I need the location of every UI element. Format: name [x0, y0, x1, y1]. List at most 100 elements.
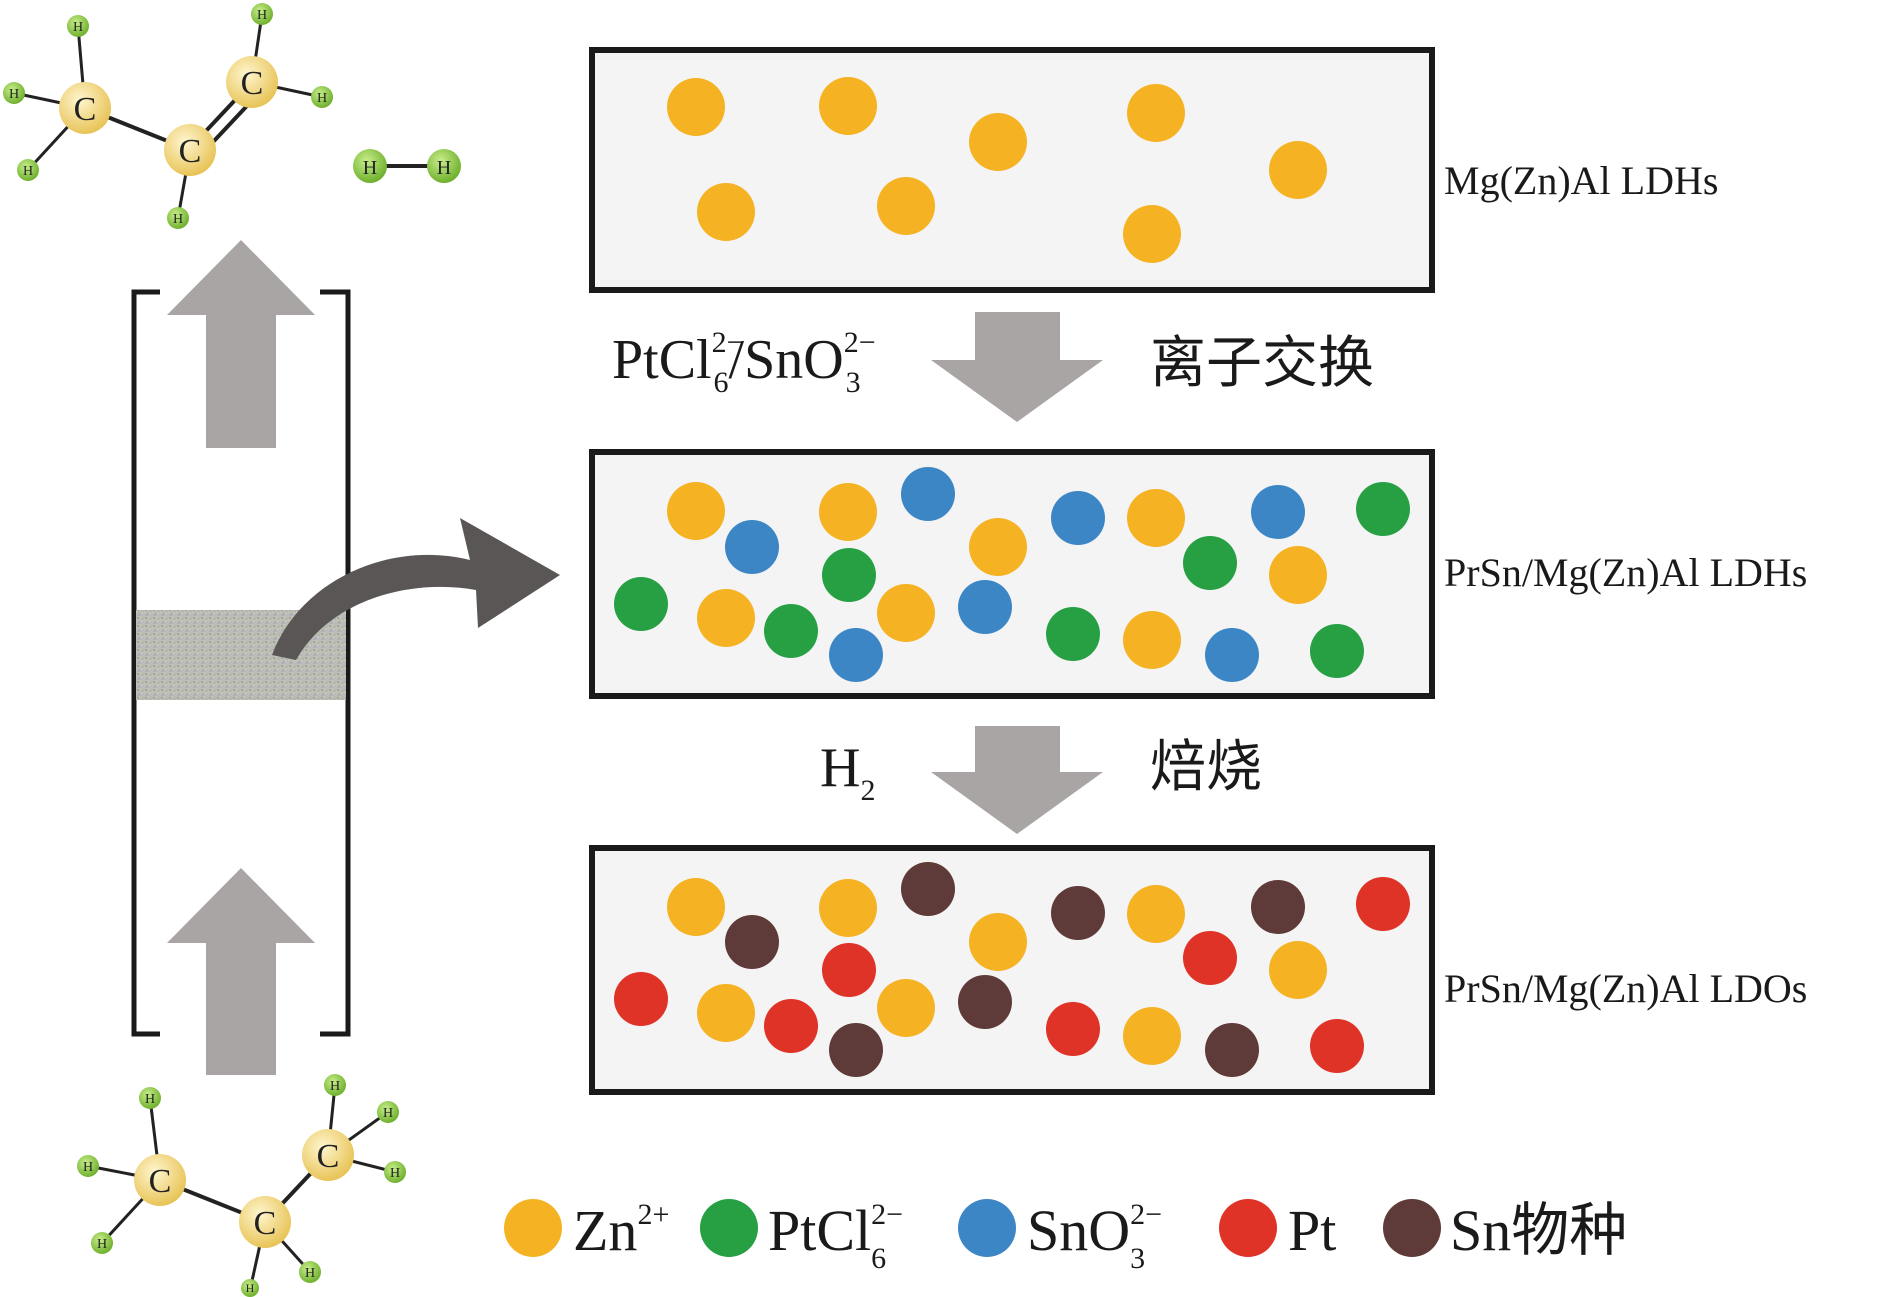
legend-label: PtCl2−6	[768, 1198, 903, 1275]
legend-swatch	[1219, 1199, 1277, 1257]
outlet-flow-arrow	[167, 240, 315, 448]
reactor-left-wall	[131, 289, 160, 1037]
legend-item-zn: Zn2+	[504, 1198, 669, 1263]
hydrogen-atom	[3, 82, 25, 104]
sn-species	[725, 915, 779, 969]
zn-ion	[1123, 1007, 1181, 1065]
particle-group	[667, 77, 1327, 263]
panel-label: Mg(Zn)Al LDHs	[1444, 158, 1718, 203]
legend-swatch	[958, 1199, 1016, 1257]
ptcl6-ion	[1356, 482, 1410, 536]
legend-item-sn-species: Sn物种	[1383, 1198, 1627, 1263]
calcination-reagent: H2	[820, 737, 875, 807]
legend: Zn2+ PtCl2−6 SnO2−3 Pt Sn物种	[504, 1198, 1627, 1275]
atom-symbol: H	[9, 87, 19, 102]
particle-group	[614, 862, 1410, 1077]
hydrogen-molecule: H H	[353, 149, 461, 183]
legend-item-pt: Pt	[1219, 1198, 1336, 1263]
legend-swatch	[504, 1199, 562, 1257]
zn-ion	[1269, 141, 1327, 199]
zn-ion	[667, 78, 725, 136]
hydrogen-atom	[17, 159, 39, 181]
zn-ion	[697, 183, 755, 241]
hydrogen-atom	[299, 1261, 321, 1283]
atom-symbol: C	[241, 65, 264, 102]
zn-ion	[697, 984, 755, 1042]
panel-prsn-ldos	[589, 845, 1435, 1095]
hydrogen-atom	[384, 1161, 406, 1183]
zn-ion	[969, 113, 1027, 171]
propane-molecule: H H H H H H H H C C C	[77, 1074, 406, 1297]
atom-symbol: H	[363, 157, 377, 179]
atom-symbol: C	[254, 1205, 277, 1242]
zn-ion	[969, 518, 1027, 576]
zn-ion	[1127, 489, 1185, 547]
sn-species	[1251, 880, 1305, 934]
atom-symbol: H	[23, 164, 33, 179]
zn-ion	[1127, 84, 1185, 142]
ptcl6-ion	[614, 577, 668, 631]
atom-symbol: H	[145, 1092, 155, 1107]
process-arrow-calcination	[931, 726, 1103, 834]
hydrogen-atom	[353, 149, 387, 183]
zn-ion	[969, 913, 1027, 971]
carbon-atom	[164, 124, 216, 176]
atom-symbol: H	[305, 1266, 315, 1281]
atom-symbol: H	[246, 1281, 255, 1295]
atom-symbol: H	[257, 8, 267, 23]
hydrogen-atom	[139, 1087, 161, 1109]
ptcl6-ion	[1310, 624, 1364, 678]
pt-particle	[1356, 877, 1410, 931]
particle-group	[614, 467, 1410, 682]
ptcl6-ion	[764, 604, 818, 658]
atom-symbol: C	[74, 91, 97, 128]
legend-item-ptcl6: PtCl2−6	[700, 1198, 903, 1275]
zn-ion	[1123, 611, 1181, 669]
sno3-ion	[725, 520, 779, 574]
hydrogen-atom	[91, 1232, 113, 1254]
pt-particle	[822, 943, 876, 997]
atom-symbol: H	[317, 91, 327, 106]
atom-symbol: C	[317, 1138, 340, 1175]
zn-ion	[819, 77, 877, 135]
panel-ldhs	[589, 47, 1435, 293]
hydrogen-atom	[167, 207, 189, 229]
atom-symbol: H	[173, 212, 183, 227]
carbon-atom	[226, 56, 278, 108]
pt-particle	[1183, 931, 1237, 985]
carbon-atom	[59, 82, 111, 134]
hydrogen-atom	[251, 3, 273, 25]
zn-ion	[667, 878, 725, 936]
sn-species	[901, 862, 955, 916]
legend-label: Pt	[1288, 1198, 1336, 1263]
sn-species	[829, 1023, 883, 1077]
hydrogen-atom	[77, 1155, 99, 1177]
ptcl6-ion	[1183, 536, 1237, 590]
zn-ion	[819, 879, 877, 937]
zn-ion	[1127, 885, 1185, 943]
panel-prsn-ldhs	[589, 449, 1435, 699]
ptcl6-ion	[822, 548, 876, 602]
panel-label: PrSn/Mg(Zn)Al LDHs	[1444, 550, 1807, 595]
reactor-right-wall	[320, 289, 351, 1037]
carbon-atom	[134, 1154, 186, 1206]
zn-ion	[877, 584, 935, 642]
atom-symbol: H	[73, 20, 83, 35]
pt-particle	[1046, 1002, 1100, 1056]
atom-symbol: H	[390, 1166, 400, 1181]
pt-particle	[614, 972, 668, 1026]
atom-symbol: H	[383, 1106, 393, 1121]
carbon-atom	[239, 1196, 291, 1248]
atom-symbol: H	[330, 1079, 340, 1094]
sn-species	[958, 975, 1012, 1029]
zn-ion	[667, 482, 725, 540]
zn-ion	[697, 589, 755, 647]
atom-symbol: H	[97, 1237, 107, 1252]
legend-label: Sn物种	[1450, 1198, 1627, 1263]
atom-symbol: H	[83, 1160, 93, 1175]
hydrogen-atom	[377, 1101, 399, 1123]
ion-exchange-reagents: PtCl2−6/SnO2−3	[612, 326, 876, 399]
hydrogen-atom	[241, 1279, 259, 1297]
calcination-label: 焙烧	[1150, 737, 1262, 799]
